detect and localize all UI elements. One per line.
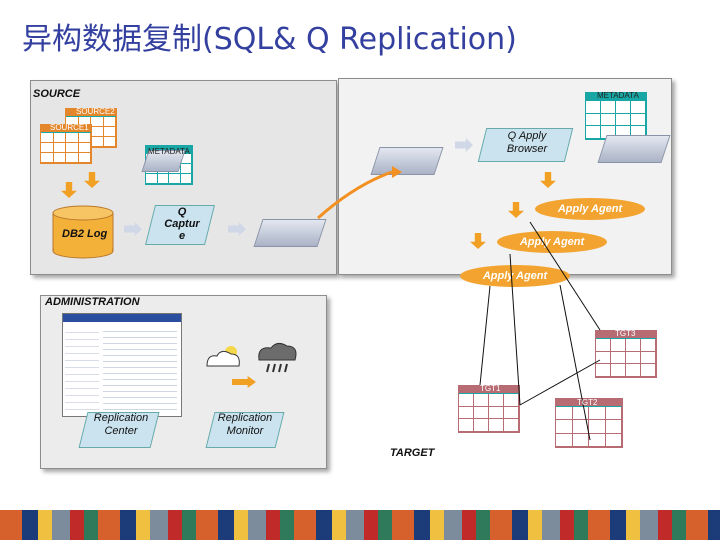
source2-label: SOURCE2 [76,107,115,116]
target-label: TARGET [390,447,435,459]
apply-agent-1: Apply Agent [535,198,645,220]
apply-agent-2: Apply Agent [497,231,607,253]
source-label: SOURCE [33,88,81,100]
replication-center-label: Replication Center [93,412,149,437]
arrow-icon [232,376,256,388]
arrow-icon [228,222,246,236]
footer-banner [0,510,720,540]
source-metadata-label: METADATA [148,147,190,156]
arrow-icon [455,138,473,152]
q-capture-label: Q Captur e [164,206,200,242]
q-apply-browser-label: Q Apply Browser [506,130,548,155]
tgt3-table [595,330,657,378]
sun-cloud-icon [203,342,243,370]
target-metadata-table [585,92,647,140]
tgt1-table [458,385,520,433]
storm-cloud-icon [255,338,299,376]
db2-log-cylinder [52,205,114,259]
source1-table [40,124,92,164]
administration-label: ADMINISTRATION [45,296,140,308]
tgt3-label: TGT3 [615,329,636,338]
tgt2-label: TGT2 [577,398,598,407]
apply-agent-3: Apply Agent [460,265,570,287]
tgt2-table [555,398,623,448]
replication-monitor-label: Replication Monitor [217,412,273,437]
tgt1-label: TGT1 [480,384,501,393]
db2-log-label: DB2 Log [62,228,108,240]
page-title: 异构数据复制(SQL& Q Replication) [22,22,517,57]
arrow-icon [124,222,142,236]
target-metadata-label: METADATA [597,91,639,100]
replication-center-screenshot [62,313,182,417]
source1-label: SOURCE1 [50,123,89,132]
